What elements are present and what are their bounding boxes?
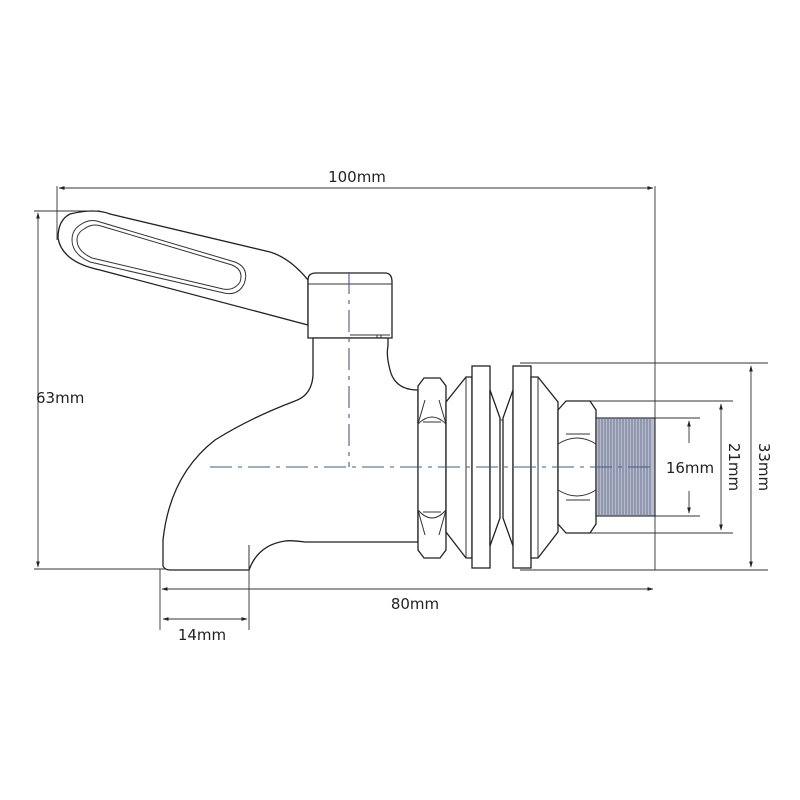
dimension-label-100mm: 100mm: [328, 168, 386, 186]
tap-body: [162, 337, 419, 571]
dimension-33mm: 33mm: [520, 362, 773, 571]
dimension-80mm: 80mm: [159, 569, 654, 630]
dimension-21mm: 21mm: [590, 400, 743, 534]
valve-cap: [307, 272, 393, 346]
center-lines: [210, 272, 655, 468]
dimension-label-33mm: 33mm: [755, 443, 773, 491]
dimension-label-14mm: 14mm: [178, 626, 226, 644]
lever-handle: [57, 210, 309, 326]
dimension-label-63mm: 63mm: [36, 389, 84, 407]
dimension-label-80mm: 80mm: [391, 595, 439, 613]
dimension-14mm: 14mm: [162, 569, 250, 644]
rubber-seal: [489, 389, 514, 547]
hex-nut-outer: [557, 400, 597, 534]
dimension-label-16mm: 16mm: [666, 459, 714, 477]
hex-nut-body: [417, 377, 447, 559]
dimension-16mm: 16mm: [655, 417, 714, 517]
dimension-label-21mm: 21mm: [725, 443, 743, 491]
